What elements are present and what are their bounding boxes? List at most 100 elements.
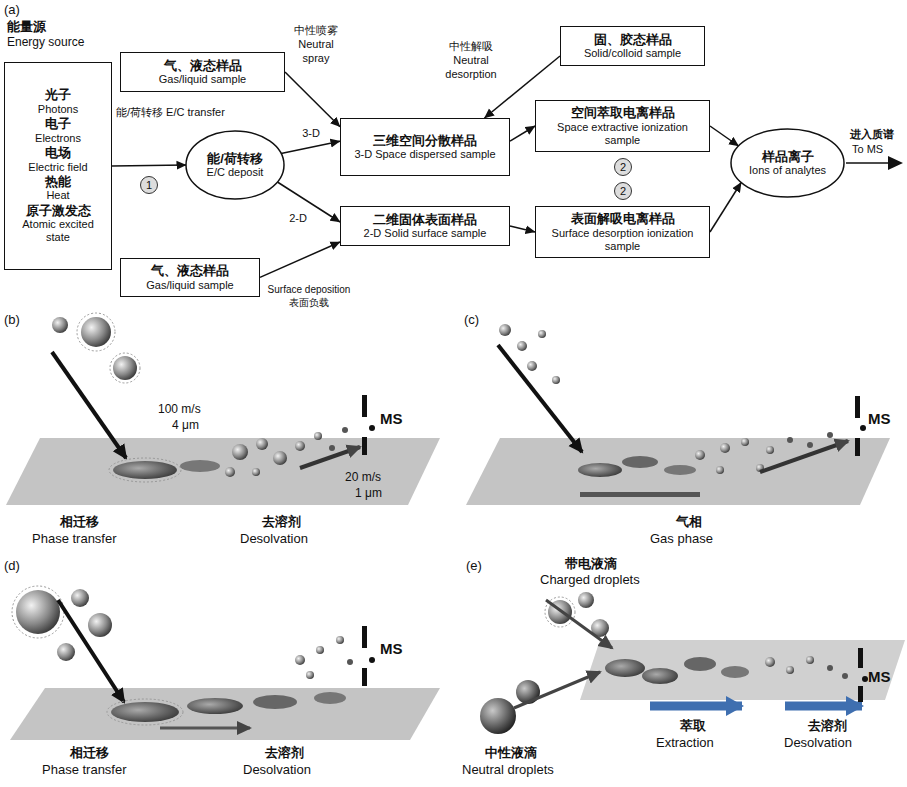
text-label: (a): [4, 2, 20, 18]
node-text: 原子激发态: [26, 203, 91, 219]
text-label: Phase transfer: [42, 762, 127, 778]
text-label: 带电液滴: [565, 556, 617, 572]
callout-number: 2: [614, 158, 632, 176]
process-box: 二维固体表面样品2-D Solid surface sample: [340, 206, 510, 246]
text-label: 100 m/s: [158, 402, 201, 417]
node-text: 热能: [45, 174, 71, 190]
text-label: Desolvation: [243, 762, 311, 778]
ellipse-node: 能/荷转移E/C deposit: [185, 130, 285, 200]
edge-label: 中性解吸 Neutral desorption: [430, 40, 512, 81]
node-text: 三维空间分散样品: [373, 133, 477, 149]
node-text: 电子: [45, 116, 71, 132]
node-text: 固、胶态样品: [594, 32, 672, 48]
text-label: 去溶剂: [262, 514, 301, 530]
node-text: 表面解吸电离样品: [571, 211, 675, 227]
text-label: (b): [4, 312, 20, 328]
text-label: MS: [868, 668, 891, 687]
text-label: (d): [4, 558, 20, 574]
text-label: Desolvation: [784, 735, 852, 751]
edge-label: 3-D: [296, 127, 326, 141]
process-box: 三维空间分散样品3-D Space dispersed sample: [340, 118, 510, 176]
to-ms-arrow: [846, 162, 901, 164]
text-label: 进入质谱: [850, 128, 894, 142]
process-box: 固、胶态样品Solid/colloid sample: [560, 26, 705, 66]
text-label: (c): [464, 312, 479, 328]
node-text: Ions of analytes: [749, 164, 826, 177]
connector-arrow: [510, 126, 535, 141]
edge-label: 2-D: [283, 212, 313, 226]
node-text: 2-D Solid surface sample: [364, 227, 487, 240]
connector-arrow: [510, 226, 535, 232]
connector-arrow: [112, 165, 186, 166]
text-label: MS: [380, 640, 403, 659]
node-text: 气、液态样品: [151, 263, 229, 279]
text-label: MS: [868, 410, 891, 429]
connector-arrow: [285, 72, 340, 127]
text-label: 气相: [676, 514, 702, 530]
ellipse-text: 能/荷转移E/C deposit: [207, 151, 264, 180]
text-label: Gas phase: [650, 531, 713, 547]
text-label: 中性液滴: [485, 745, 537, 761]
heading: 能量源Energy source: [7, 19, 84, 49]
node-text: 气、液态样品: [164, 58, 242, 74]
text-label: 去溶剂: [265, 745, 304, 761]
text-label: Phase transfer: [32, 531, 117, 547]
node-text: 二维固体表面样品: [373, 212, 477, 228]
node-text: Gas/liquid sample: [159, 73, 246, 86]
process-box: 气、液态样品Gas/liquid sample: [120, 258, 260, 297]
text-label: Desolvation: [240, 531, 308, 547]
node-text: Surface desorption ionization sample: [542, 227, 703, 253]
text-label: To MS: [852, 143, 883, 157]
panel-b-art: [6, 313, 440, 505]
text-label: MS: [380, 410, 403, 429]
panel-d-art: [10, 586, 440, 740]
text-label: 20 m/s: [345, 470, 381, 485]
panel-e-art: [480, 592, 905, 734]
text-label: Extraction: [656, 735, 714, 751]
node-text: 能/荷转移: [207, 151, 263, 167]
ellipse-node: 样品离子Ions of analytes: [730, 128, 845, 198]
process-box: 空间萃取电离样品Space extractive ionization samp…: [535, 100, 710, 152]
text-label: 萃取: [680, 718, 706, 734]
callout-number: 1: [140, 176, 158, 194]
edge-label: 能/荷转移 E/C transfer: [116, 106, 225, 120]
node-text: 光子: [45, 87, 71, 103]
text-label: Neutral droplets: [462, 762, 554, 778]
connector-arrow: [710, 126, 739, 146]
text-label: 4 μm: [172, 418, 199, 433]
node-text: 电场: [45, 145, 71, 161]
process-box: 能量源Energy source光子Photons电子Electrons电场El…: [4, 62, 112, 270]
connector-arrow: [710, 183, 741, 233]
connector-arrow: [281, 141, 340, 153]
edge-label: 中性喷雾 Neutral spray: [290, 24, 342, 65]
node-text: Space extractive ionization sample: [542, 121, 703, 147]
text-label: (e): [466, 558, 482, 574]
node-text: Solid/colloid sample: [584, 47, 681, 60]
node-text: E/C deposit: [207, 166, 264, 179]
node-text: Photons: [38, 103, 78, 116]
text-label: 去溶剂: [808, 718, 847, 734]
node-text: Electric field: [28, 161, 87, 174]
node-text: 3-D Space dispersed sample: [354, 148, 495, 161]
heading-text: Energy source: [7, 35, 84, 49]
text-label: 相迁移: [70, 745, 109, 761]
node-text: 空间萃取电离样品: [571, 105, 675, 121]
node-text: 样品离子: [762, 149, 814, 165]
node-text: Atomic excited state: [11, 218, 105, 244]
node-text: Gas/liquid sample: [146, 279, 233, 292]
panel-c-art: [466, 324, 890, 505]
ellipse-text: 样品离子Ions of analytes: [749, 149, 826, 178]
callout-number: 2: [614, 182, 632, 200]
connector-arrow: [277, 182, 340, 222]
node-text: Heat: [46, 189, 69, 202]
edge-label: Surface deposition 表面负载: [262, 284, 356, 309]
text-label: 1 μm: [355, 486, 382, 501]
text-label: Charged droplets: [540, 572, 640, 588]
text-label: 相迁移: [60, 514, 99, 530]
heading-text: 能量源: [7, 19, 84, 35]
process-box: 气、液态样品Gas/liquid sample: [120, 52, 285, 92]
process-box: 表面解吸电离样品Surface desorption ionization sa…: [535, 206, 710, 258]
connector-arrow: [260, 242, 340, 277]
node-text: Electrons: [35, 132, 81, 145]
